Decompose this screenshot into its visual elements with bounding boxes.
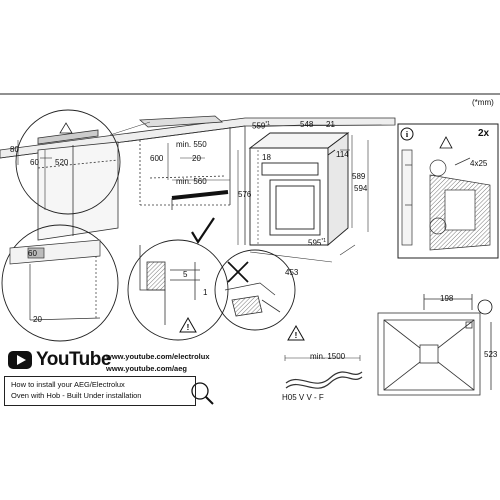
dim-453: 453 — [285, 268, 299, 277]
cross-line-2 — [227, 261, 249, 283]
dim-595: 595*1 — [308, 238, 327, 248]
dim-20-side: 20 — [33, 315, 42, 324]
svg-text:!: ! — [295, 331, 298, 340]
dim-589: 589 — [352, 172, 366, 181]
warning-triangle-check — [179, 316, 197, 333]
magnifier-icon — [191, 382, 209, 400]
dim-20: 20 — [192, 154, 201, 163]
dim-114: 114 — [336, 150, 349, 159]
dim-min-560: min. 560 — [176, 177, 207, 186]
dim-min-550: min. 550 — [176, 140, 207, 149]
svg-text:i: i — [406, 130, 409, 139]
oven-body — [248, 132, 350, 246]
oven-dim-lines — [249, 124, 369, 263]
dim-80: 80 — [10, 145, 19, 154]
dim-600: 600 — [150, 154, 164, 163]
warning-triangle-screw — [439, 136, 453, 149]
dim-520: 520 — [55, 158, 69, 167]
rear-detail-circle — [477, 299, 493, 315]
cable-min-length: min. 1500 — [310, 352, 346, 361]
warning-triangle-top — [59, 122, 73, 134]
svg-text:!: ! — [187, 323, 190, 332]
rear-dim-523: 523 — [484, 350, 498, 359]
dim-559: 559*1 — [252, 121, 271, 131]
screw-qty-label: 2x — [478, 128, 490, 139]
detail-circle-wrong — [214, 249, 296, 331]
screw-size-label: 4x25 — [470, 159, 488, 168]
detail-circle-bottom — [1, 224, 119, 342]
dim-18: 18 — [262, 153, 271, 162]
video-link-electrolux[interactable]: www.youtube.com/electrolux — [106, 352, 210, 361]
youtube-wordmark: YouTube — [36, 349, 111, 370]
screw-panel-frame — [397, 123, 499, 259]
video-caption-line-2: Oven with Hob - Built Under installation — [11, 391, 142, 400]
dim-60-side: 60 — [28, 249, 37, 258]
video-link-aeg[interactable]: www.youtube.com/aeg — [106, 364, 187, 373]
cabinet-perspective — [0, 115, 396, 245]
dim-594: 594 — [354, 184, 368, 193]
info-icon — [400, 127, 414, 141]
video-caption-box: How to install your AEG/Electrolux Oven … — [4, 376, 196, 406]
cabinet-dim-lines — [17, 140, 239, 245]
rear-view-drawing — [377, 294, 492, 396]
dim-1: 1 — [203, 288, 208, 297]
dim-21: 21 — [326, 120, 335, 129]
detail-circle-top — [15, 109, 121, 215]
warning-triangle-wrong — [287, 324, 305, 341]
dim-5: 5 — [183, 270, 188, 279]
video-caption-line-1: How to install your AEG/Electrolux — [11, 380, 125, 389]
units-note: (*mm) — [472, 98, 494, 107]
dim-548: 548 — [300, 120, 314, 129]
rear-dim-198: 198 — [440, 294, 454, 303]
checkmark-icon — [191, 217, 215, 245]
dim-60: 60 — [30, 158, 39, 167]
cable-drawing — [284, 355, 363, 389]
detail-circle-check — [127, 239, 229, 341]
dim-576: 576 — [238, 190, 252, 199]
cable-type: H05 V V - F — [282, 393, 324, 402]
